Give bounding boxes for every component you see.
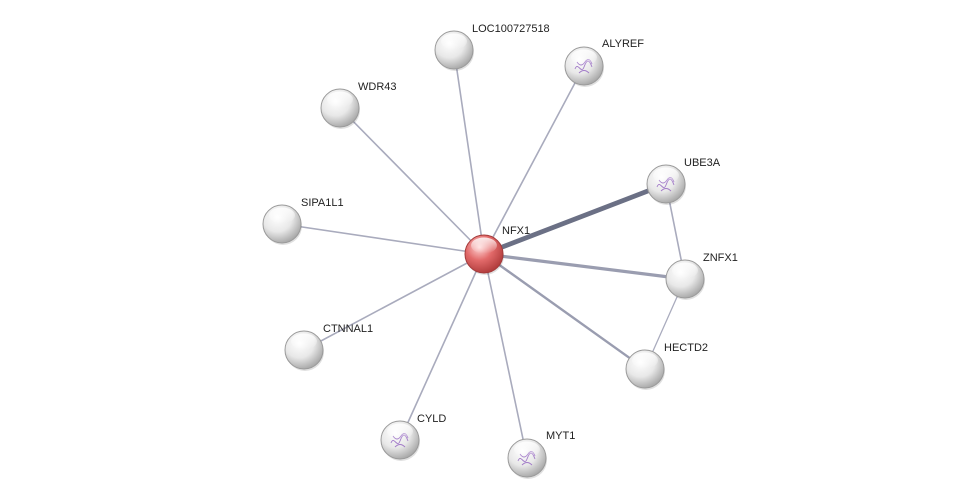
- edge-nfx1-wdr43[interactable]: [339, 107, 485, 255]
- node-hectd2[interactable]: HECTD2: [625, 342, 708, 390]
- node-znfx1[interactable]: ZNFX1: [665, 252, 738, 300]
- node-label: CTNNAL1: [323, 323, 373, 335]
- node-label: UBE3A: [684, 157, 721, 169]
- edge-nfx1-cyld[interactable]: [399, 253, 485, 441]
- node-label: ALYREF: [602, 38, 644, 50]
- edge-nfx1-ctnnal1[interactable]: [303, 253, 485, 351]
- edge-nfx1-hectd2[interactable]: [482, 252, 647, 371]
- node-ube3a[interactable]: UBE3A: [646, 157, 721, 205]
- node-label: LOC100727518: [472, 23, 550, 35]
- node-label: HECTD2: [664, 342, 708, 354]
- node-gloss: [672, 262, 698, 279]
- node-label: CYLD: [417, 413, 446, 425]
- edge-nfx1-loc100727518[interactable]: [453, 49, 485, 255]
- node-gloss: [471, 237, 497, 254]
- node-gloss: [269, 207, 295, 224]
- node-gloss: [441, 33, 467, 50]
- node-loc100727518[interactable]: LOC100727518: [434, 23, 550, 71]
- node-ctnnal1[interactable]: CTNNAL1: [284, 323, 373, 371]
- edge-nfx1-myt1[interactable]: [483, 253, 528, 459]
- node-label: SIPA1L1: [301, 197, 344, 209]
- edge-nfx1-znfx1[interactable]: [482, 252, 687, 281]
- node-gloss: [514, 441, 540, 458]
- node-gloss: [291, 333, 317, 350]
- node-gloss: [632, 352, 658, 369]
- node-wdr43[interactable]: WDR43: [320, 81, 397, 129]
- node-gloss: [327, 91, 353, 108]
- node-gloss: [571, 49, 597, 66]
- node-cyld[interactable]: CYLD: [380, 413, 446, 461]
- node-nfx1[interactable]: NFX1: [464, 225, 530, 275]
- node-gloss: [653, 167, 679, 184]
- edge-nfx1-alyref[interactable]: [483, 65, 585, 255]
- edge-nfx1-ube3a[interactable]: [481, 181, 669, 257]
- node-gloss: [387, 423, 413, 440]
- node-alyref[interactable]: ALYREF: [564, 38, 644, 87]
- edge-nfx1-sipa1l1[interactable]: [281, 223, 485, 255]
- node-label: NFX1: [502, 225, 530, 237]
- node-label: ZNFX1: [703, 252, 738, 264]
- node-label: MYT1: [546, 430, 575, 442]
- node-sipa1l1[interactable]: SIPA1L1: [262, 197, 344, 245]
- node-label: WDR43: [358, 81, 397, 93]
- node-myt1[interactable]: MYT1: [507, 430, 575, 479]
